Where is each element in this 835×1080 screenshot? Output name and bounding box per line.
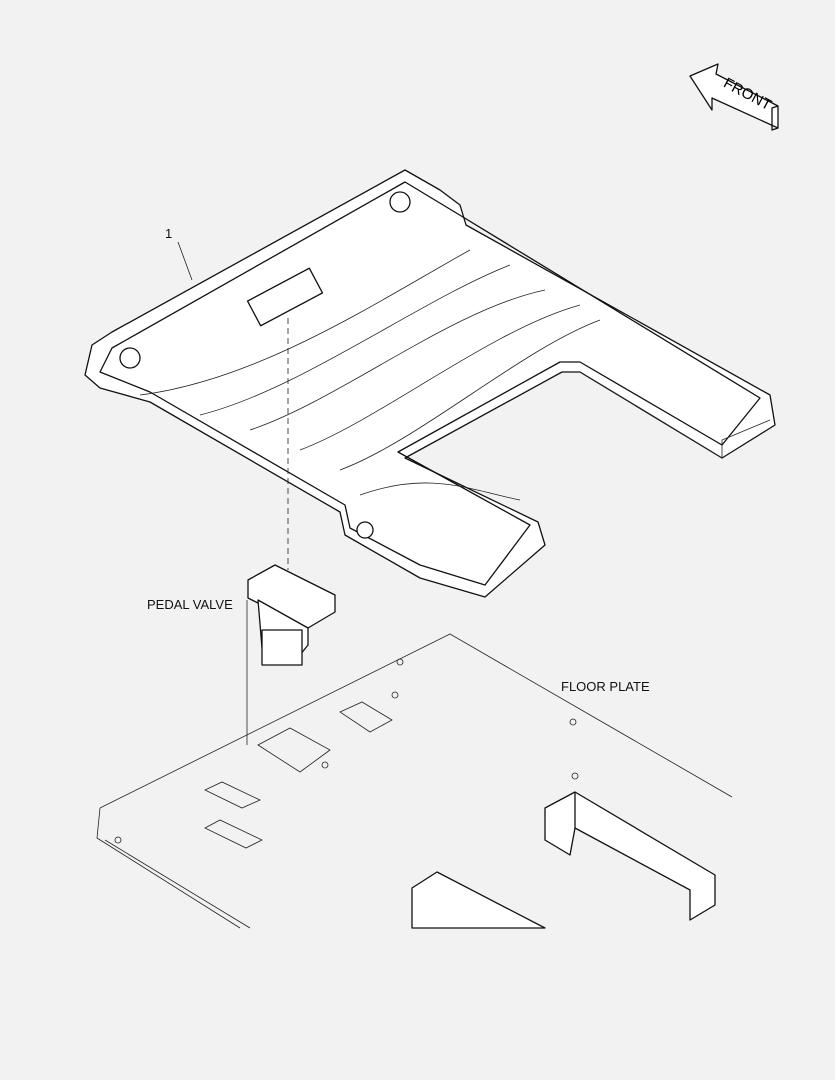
pedal-valve xyxy=(246,318,336,745)
callout-leader xyxy=(177,241,193,281)
floor-plate-label: FLOOR PLATE xyxy=(561,679,650,694)
callout-1: 1 xyxy=(165,226,173,241)
floor-plate xyxy=(96,633,733,929)
pedal-valve-label: PEDAL VALVE xyxy=(147,597,233,612)
floor-mat-part-1 xyxy=(84,169,776,598)
front-arrow-icon: FRONT xyxy=(689,63,779,131)
